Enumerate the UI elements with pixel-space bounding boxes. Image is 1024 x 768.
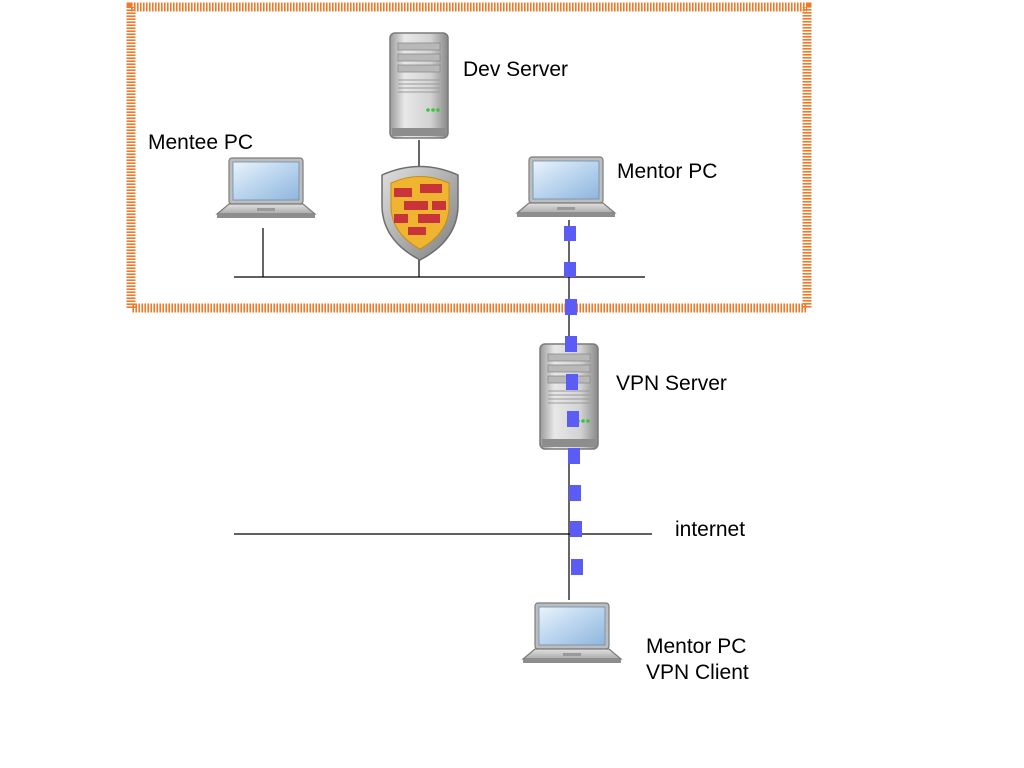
dev-server-label: Dev Server xyxy=(463,58,568,81)
vpn-tunnel-segment xyxy=(567,411,579,427)
vpn-tunnel-segment xyxy=(569,485,581,501)
mentor-vpn-client-label-line1: Mentor PC xyxy=(646,635,746,658)
mentor-vpn-client-laptop-icon xyxy=(522,602,622,664)
internet-label: internet xyxy=(675,518,745,541)
vpn-tunnel xyxy=(564,226,583,575)
vpn-tunnel-segment xyxy=(564,226,576,241)
mentor-pc-label: Mentor PC xyxy=(617,160,717,183)
mentee-pc-laptop-icon xyxy=(216,157,316,219)
mentor-pc-laptop-icon xyxy=(516,156,616,218)
firewall-shield-icon xyxy=(381,165,459,261)
vpn-server-icon xyxy=(539,343,599,450)
internal-network-boundary xyxy=(126,2,812,313)
mentee-pc-label: Mentee PC xyxy=(148,131,253,154)
vpn-tunnel-segment xyxy=(571,559,583,575)
vpn-tunnel-segment xyxy=(568,448,580,464)
vpn-tunnel-segment xyxy=(564,262,576,277)
mentor-vpn-client-label-line2: VPN Client xyxy=(646,661,749,684)
vpn-tunnel-segment xyxy=(570,521,582,537)
vpn-tunnel-segment xyxy=(566,374,578,390)
dev-server-icon xyxy=(389,32,449,139)
vpn-server-label: VPN Server xyxy=(616,372,727,395)
vpn-tunnel-segment xyxy=(565,336,577,352)
vpn-tunnel-segment xyxy=(565,299,577,315)
